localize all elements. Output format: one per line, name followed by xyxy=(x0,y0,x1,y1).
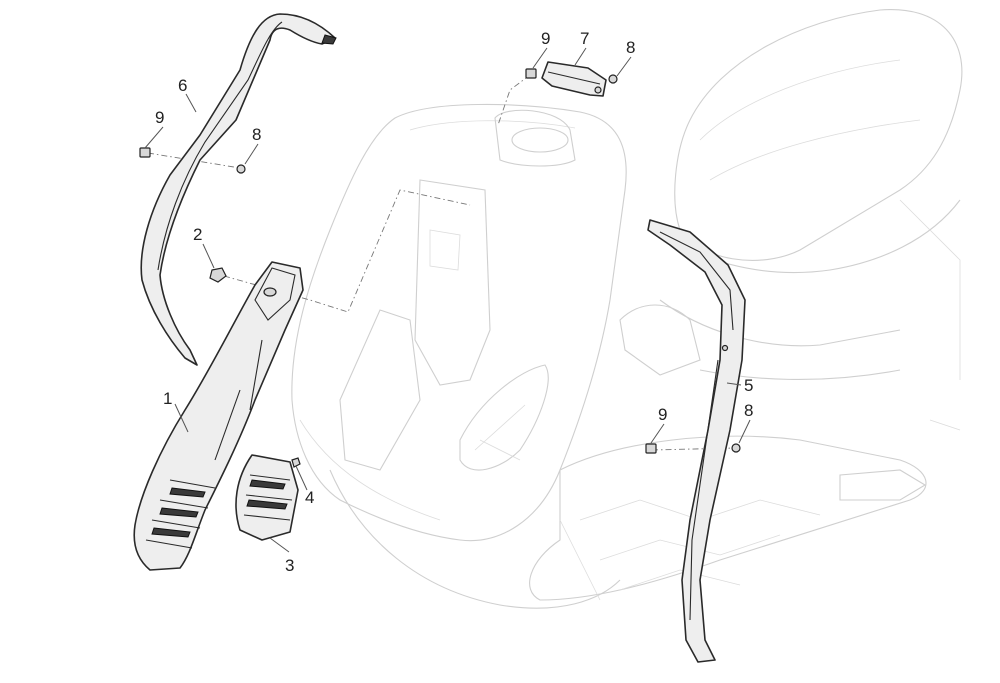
callout-6: 6 xyxy=(178,76,187,95)
leader-lines xyxy=(144,47,751,553)
callout-7: 7 xyxy=(580,29,589,48)
callout-3: 3 xyxy=(285,556,294,575)
callout-8-left: 8 xyxy=(252,125,261,144)
callout-labels: 1 2 3 4 5 6 7 8 8 8 9 9 9 xyxy=(155,29,753,575)
bracket-part-7 xyxy=(541,61,607,97)
grille-insert-part-3 xyxy=(235,454,299,541)
fasteners xyxy=(139,68,741,468)
callout-8-top-right: 8 xyxy=(626,38,635,57)
callout-9-right: 9 xyxy=(658,405,667,424)
callout-9-top: 9 xyxy=(541,29,550,48)
callout-1: 1 xyxy=(163,389,172,408)
scooter-body-ghost xyxy=(291,8,963,609)
callout-5: 5 xyxy=(744,376,753,395)
callout-2: 2 xyxy=(193,225,202,244)
grille-cover-part-1 xyxy=(133,261,304,571)
callout-9-left: 9 xyxy=(155,108,164,127)
trim-strip-part-6 xyxy=(140,13,337,366)
callout-4: 4 xyxy=(305,488,314,507)
callout-8-right: 8 xyxy=(744,401,753,420)
trim-strip-part-5 xyxy=(647,219,746,663)
